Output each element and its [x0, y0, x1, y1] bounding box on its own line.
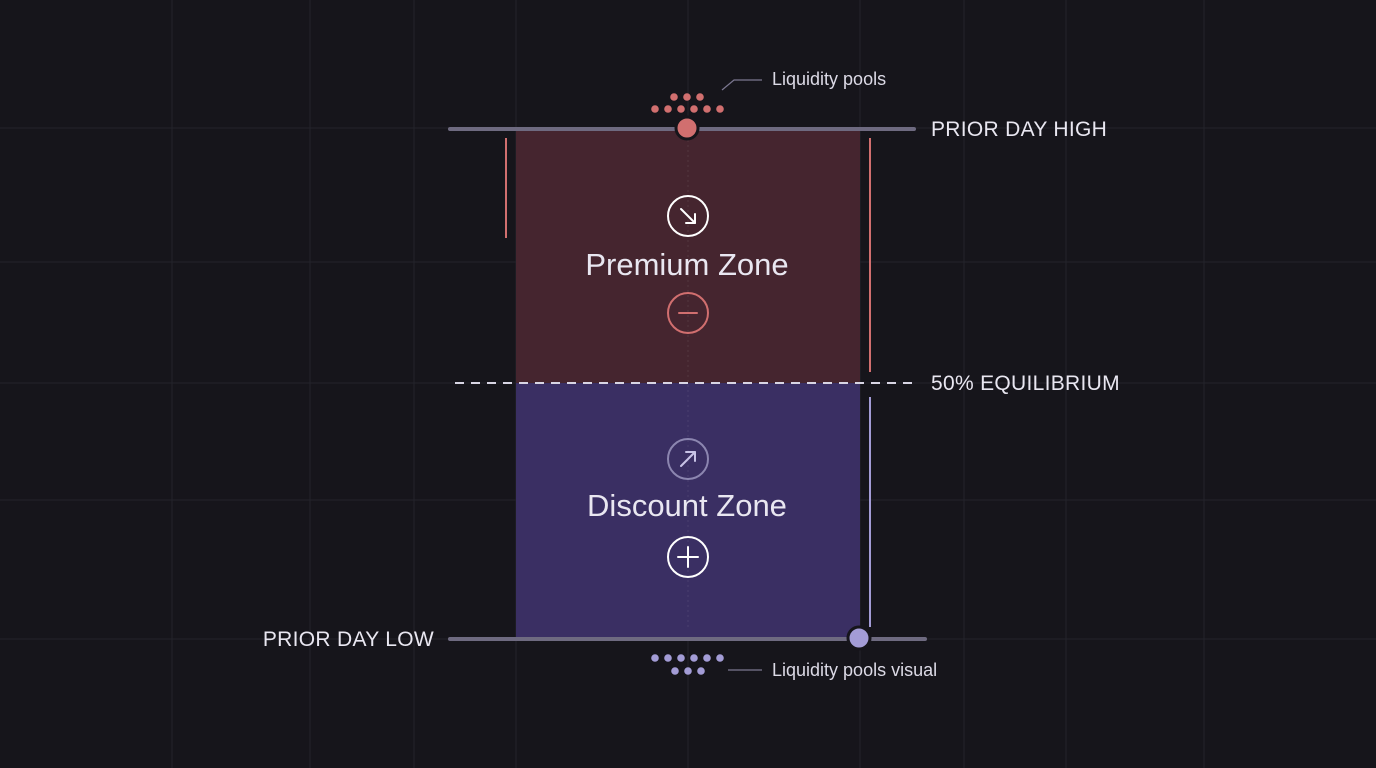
plus-icon: [667, 536, 709, 578]
liquidity-pools-visual-label: Liquidity pools visual: [772, 660, 937, 680]
liquidity-pool-dot: [716, 105, 724, 113]
arrow-down-right-icon: [667, 195, 709, 237]
liquidity-pool-dot: [690, 654, 698, 662]
liquidity-pool-dot: [664, 654, 672, 662]
minus-icon: [667, 292, 709, 334]
discount-zone-title: Discount Zone: [587, 488, 787, 523]
liquidity-pool-dot: [677, 654, 685, 662]
liquidity-pool-dot: [697, 667, 705, 675]
liquidity-pool-dot: [677, 105, 685, 113]
liquidity-pools-label: Liquidity pools: [772, 69, 886, 89]
liquidity-pool-dot: [651, 105, 659, 113]
prior-day-high-handle[interactable]: [674, 115, 700, 141]
liquidity-pool-dot: [696, 93, 704, 101]
liquidity-pool-dot: [690, 105, 698, 113]
premium-zone-box: [516, 128, 860, 383]
equilibrium-label: 50% EQUILIBRIUM: [931, 372, 1120, 395]
prior-day-low-label: PRIOR DAY LOW: [263, 628, 434, 651]
liquidity-pool-dot: [670, 93, 678, 101]
liquidity-pool-dot: [703, 105, 711, 113]
arrow-up-right-icon: [667, 438, 709, 480]
prior-day-low-handle[interactable]: [846, 625, 872, 651]
liquidity-pool-dots-bottom: [651, 654, 724, 675]
liquidity-pool-dots-top: [651, 93, 724, 113]
liquidity-pool-dot: [684, 667, 692, 675]
liquidity-pool-dot: [664, 105, 672, 113]
discount-zone-box: [516, 383, 860, 639]
prior-day-high-label: PRIOR DAY HIGH: [931, 118, 1107, 141]
liquidity-pool-dot: [683, 93, 691, 101]
annotation-leader-top: [721, 79, 762, 91]
liquidity-pool-dot: [671, 667, 679, 675]
liquidity-pool-dot: [703, 654, 711, 662]
liquidity-pool-dot: [716, 654, 724, 662]
premium-zone-title: Premium Zone: [585, 247, 788, 282]
liquidity-pool-dot: [651, 654, 659, 662]
